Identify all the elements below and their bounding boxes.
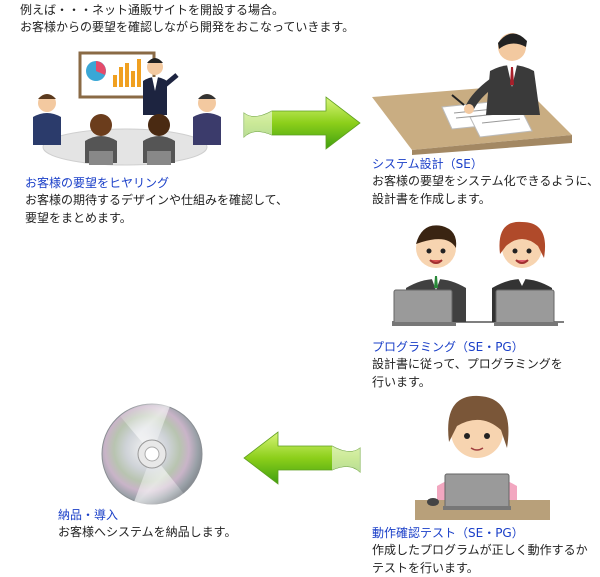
step-hearing-title: お客様の要望をヒヤリング — [25, 176, 170, 190]
testing-illustration — [415, 395, 550, 520]
step-delivery-desc-line-1: お客様へシステムを納品します。 — [58, 525, 237, 539]
step-testing-desc-line-2: テストを行います。 — [372, 561, 479, 575]
intro-line-2: お客様からの要望を確認しながら開発をおこなっていきます。 — [20, 20, 355, 34]
programming-illustration — [392, 221, 564, 326]
step-hearing-desc-line-2: 要望をまとめます。 — [25, 211, 132, 225]
step-programming-desc-line-1: 設計書に従って、プログラミングを — [372, 357, 563, 371]
step-testing-desc-line-1: 作成したプログラムが正しく動作するか — [372, 543, 588, 557]
intro-text: 例えば・・・ネット通販サイトを開設する場合。 お客様からの要望を確認しながら開発… — [20, 2, 354, 36]
system-design-illustration — [372, 33, 572, 155]
step-delivery-title: 納品・導入 — [58, 508, 119, 522]
step-design-title: システム設計（SE） — [372, 157, 483, 171]
step-design-desc-line-2: 設計書を作成します。 — [372, 192, 491, 206]
step-testing-desc: 作成したプログラムが正しく動作するか テストを行います。 — [372, 541, 588, 577]
cd-disc-icon — [101, 403, 203, 506]
step-programming-desc-line-2: 行います。 — [372, 375, 431, 389]
step-design-desc: お客様の要望をシステム化できるように、 設計書を作成します。 — [372, 172, 599, 208]
step-design-desc-line-1: お客様の要望をシステム化できるように、 — [372, 174, 600, 188]
hearing-meeting-illustration — [33, 51, 221, 166]
arrow-right-icon — [243, 96, 361, 150]
step-programming-desc: 設計書に従って、プログラミングを 行います。 — [372, 355, 563, 391]
intro-line-1: 例えば・・・ネット通販サイトを開設する場合。 — [20, 3, 285, 17]
step-hearing-desc-line-1: お客様の期待するデザインや仕組みを確認して、 — [25, 193, 289, 207]
step-hearing-desc: お客様の期待するデザインや仕組みを確認して、 要望をまとめます。 — [25, 191, 288, 227]
arrow-left-icon — [243, 431, 361, 485]
step-testing-title: 動作確認テスト（SE・PG） — [372, 526, 524, 540]
step-delivery-desc: お客様へシステムを納品します。 — [58, 523, 236, 541]
step-programming-title: プログラミング（SE・PG） — [372, 340, 524, 354]
